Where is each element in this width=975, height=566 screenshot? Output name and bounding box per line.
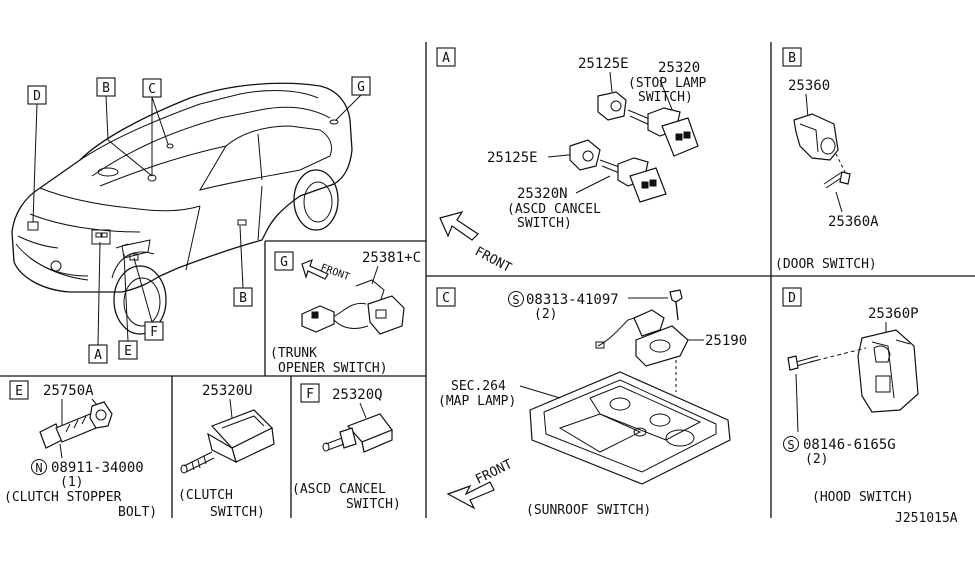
section-c-tag: C: [442, 291, 450, 306]
front-label-c: FRONT: [473, 457, 515, 488]
section-c: C S 08313-41097 (2) 25190 SEC.264 (MAP L…: [436, 287, 747, 518]
part-25360a: 25360A: [828, 214, 879, 230]
nut-symbol: N: [35, 461, 42, 475]
part-25190: 25190: [705, 333, 747, 349]
caption-clutch-stopper-2: BOLT): [118, 505, 157, 520]
sec-264: SEC.264: [451, 379, 506, 394]
caption-ascd-cancel-2: SWITCH): [346, 497, 401, 512]
part-25381c: 25381+C: [362, 250, 421, 266]
part-25125e-top: 25125E: [578, 56, 629, 72]
car-illustration: [11, 82, 353, 335]
section-a-tag: A: [442, 51, 450, 66]
section-f: F 25320Q (ASCD CANCEL SWITCH): [292, 383, 401, 512]
part-25320: 25320: [658, 60, 700, 76]
map-lamp: (MAP LAMP): [438, 394, 516, 409]
caption-sunroof-switch: (SUNROOF SWITCH): [526, 503, 651, 518]
callout-b: B: [102, 81, 110, 96]
callout-e: E: [124, 344, 132, 359]
caption-trunk-2: OPENER SWITCH): [278, 361, 388, 376]
part-25360p: 25360P: [868, 306, 919, 322]
callout-b-door: B: [239, 291, 247, 306]
bolt-symbol: S: [787, 438, 794, 452]
car-callout-leaders: [32, 94, 362, 346]
section-b: B 25360 25360A (DOOR SWITCH): [775, 47, 879, 272]
front-label-g: FRONT: [319, 262, 351, 283]
part-25360: 25360: [788, 78, 830, 94]
section-a: A 25125E 25320 (STOP LAMP SWITCH) 25125E…: [436, 47, 706, 276]
section-d-tag: D: [788, 291, 796, 306]
callout-d: D: [33, 89, 41, 104]
callout-a: A: [94, 348, 102, 363]
caption-ascd-cancel-1: (ASCD CANCEL: [292, 482, 386, 497]
callout-g: G: [357, 80, 365, 95]
part-25750a: 25750A: [43, 383, 94, 399]
section-d: D 25360P S 08146-6165G (2) (HOOD SWITCH)…: [782, 287, 958, 526]
callout-c: C: [148, 82, 156, 97]
section-e: E 25750A N 08911-34000 (1) (CLUTCH STOPP…: [4, 380, 157, 520]
callout-f: F: [150, 325, 158, 340]
part-25125e-bottom: 25125E: [487, 150, 538, 166]
caption-clutch-1: (CLUTCH: [178, 488, 233, 503]
caption-clutch-stopper-1: (CLUTCH STOPPER: [4, 490, 122, 505]
screw-symbol: S: [512, 293, 519, 307]
screw-qty: (2): [534, 307, 557, 322]
part-08911-34000: 08911-34000: [51, 460, 144, 476]
caption-door-switch: (DOOR SWITCH): [775, 257, 877, 272]
section-f-tag: F: [306, 387, 314, 402]
section-g-tag: G: [280, 255, 288, 270]
part-25320-desc-1: (STOP LAMP: [628, 76, 706, 91]
caption-hood-switch: (HOOD SWITCH): [812, 490, 914, 505]
part-25320n: 25320N: [517, 186, 568, 202]
caption-clutch-2: SWITCH): [210, 505, 265, 520]
front-label-a: FRONT: [472, 244, 514, 276]
part-25320q: 25320Q: [332, 387, 383, 403]
bolt-qty: (2): [805, 452, 828, 467]
section-g: G 25381+C FRONT (TRUNK OPENER SWITCH): [270, 250, 421, 376]
caption-trunk-1: (TRUNK: [270, 346, 317, 361]
section-b-tag: B: [788, 51, 796, 66]
part-25320u: 25320U: [202, 383, 253, 399]
nut-qty: (1): [60, 475, 83, 490]
part-25320-desc-2: SWITCH): [638, 90, 693, 105]
section-e-tag: E: [15, 384, 23, 399]
frame-lines: [0, 42, 975, 518]
part-25320n-desc-2: SWITCH): [517, 216, 572, 231]
part-08313-41097: 08313-41097: [526, 292, 619, 308]
car-callouts: D B C G B A E F: [27, 76, 371, 364]
diagram-id: J251015A: [895, 511, 958, 526]
part-25320n-desc-1: (ASCD CANCEL: [507, 202, 601, 217]
section-clutch-switch: 25320U (CLUTCH SWITCH): [178, 383, 275, 520]
part-08146-6165g: 08146-6165G: [803, 437, 896, 453]
